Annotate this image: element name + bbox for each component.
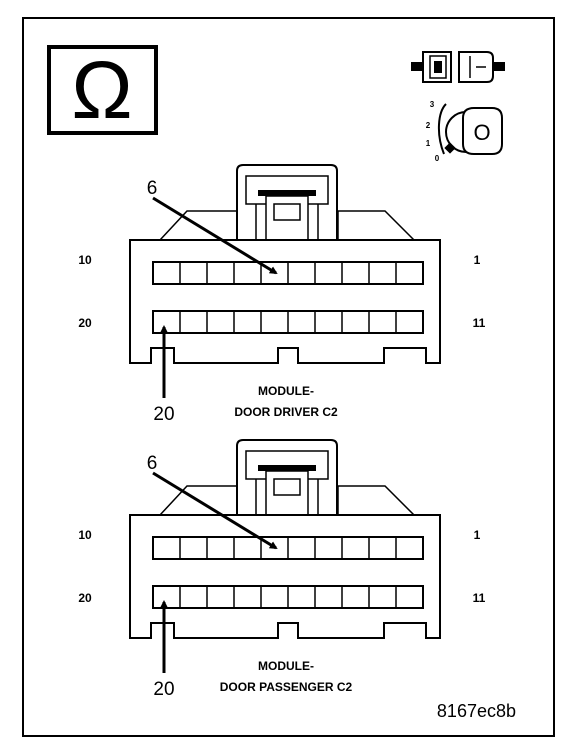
callout-label-20: 20 [153, 679, 174, 700]
ignition-key-icon: 3 2 1 0 O [426, 100, 503, 163]
connector-caption-line2: DOOR PASSENGER C2 [220, 680, 353, 694]
ignition-pos-3: 3 [430, 100, 435, 109]
callout-arrow-top [152, 471, 278, 550]
connector-latch-slot [273, 203, 301, 221]
pin-label-10: 10 [78, 528, 92, 542]
ignition-pos-1: 1 [426, 139, 431, 148]
connector-caption-line1: MODULE- [258, 384, 314, 398]
pin-label-20: 20 [78, 591, 92, 605]
pin-label-1: 1 [474, 253, 481, 267]
callout-arrow-top [152, 196, 278, 275]
pin-label-11: 11 [473, 316, 486, 330]
callout-label-6: 6 [147, 453, 158, 474]
ohm-symbol-box: Ω [47, 45, 158, 136]
ignition-pos-0: 0 [435, 154, 440, 163]
connector-lock-bar [258, 190, 316, 196]
ignition-pos-2: 2 [426, 121, 431, 130]
ohm-symbol: Ω [71, 45, 132, 136]
figure-code: 8167ec8b [437, 701, 516, 721]
connector-lock-bar [258, 465, 316, 471]
connector-caption-line2: DOOR DRIVER C2 [234, 405, 338, 419]
callout-label-20: 20 [153, 404, 174, 425]
pin-label-10: 10 [78, 253, 92, 267]
connector-housing [129, 514, 441, 639]
callout-label-6: 6 [147, 178, 158, 199]
connector-icon [411, 51, 505, 83]
ignition-key-letter: O [473, 120, 490, 145]
pin-label-11: 11 [473, 591, 486, 605]
pin-label-1: 1 [474, 528, 481, 542]
connector-housing [129, 239, 441, 364]
pin-label-20: 20 [78, 316, 92, 330]
connector-caption-line1: MODULE- [258, 659, 314, 673]
connector-latch-slot [273, 478, 301, 496]
